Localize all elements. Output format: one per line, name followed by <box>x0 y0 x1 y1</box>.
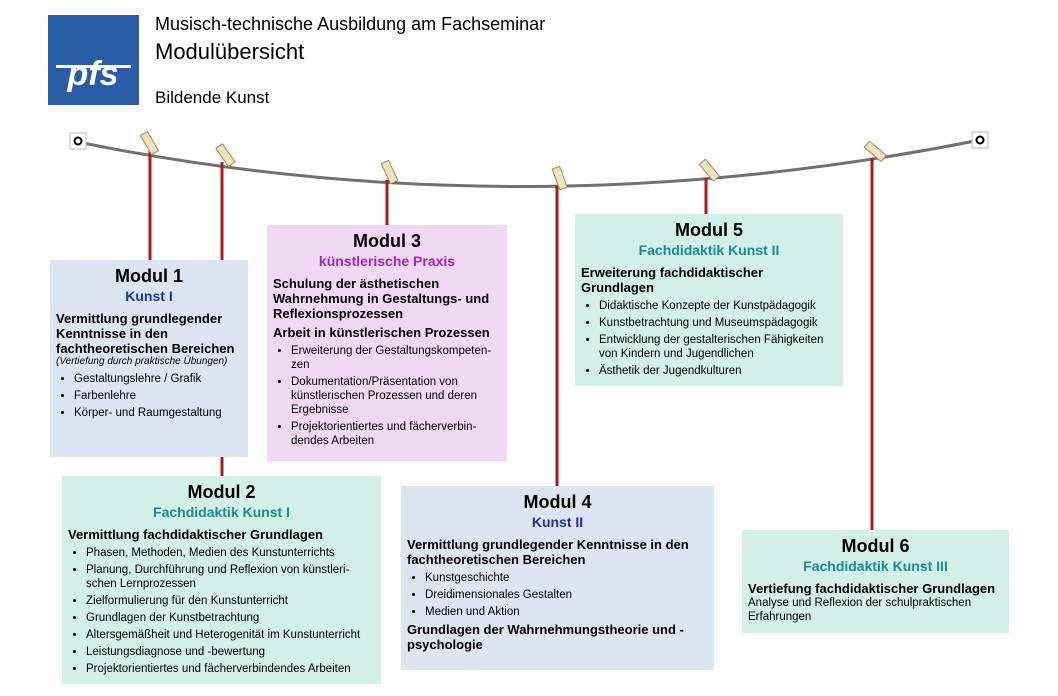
module-1-card: Modul 1 Kunst I Vermittlung grundlegende… <box>50 260 248 457</box>
module-1-item: Farbenlehre <box>74 389 242 403</box>
module-5-list: Didaktische Konzepte der Kunstpädagogik … <box>581 299 837 378</box>
module-3-item: Dokumentation/Präsentation von künstleri… <box>291 375 501 417</box>
module-5-item: Ästhetik der Jugendkulturen <box>599 364 837 378</box>
module-6-text: Analyse und Reflexion der schulpraktisch… <box>748 597 972 623</box>
module-6-title: Modul 6 <box>841 536 910 556</box>
header-line-1: Musisch-technische Ausbildung am Fachsem… <box>155 14 546 34</box>
module-6-subtitle: Fachdidaktik Kunst III <box>803 558 948 574</box>
clothespin-5 <box>698 158 721 182</box>
module-1-subtitle: Kunst I <box>125 288 173 304</box>
module-4-title: Modul 4 <box>523 492 592 512</box>
module-1-title: Modul 1 <box>115 266 183 286</box>
module-4-heading: Vermittlung grundlegender Kenntnisse in … <box>407 537 689 567</box>
module-3-title: Modul 3 <box>353 231 421 251</box>
module-3-item: Erweiterung der Gestaltungskompeten-zen <box>291 344 501 372</box>
module-1-heading: Vermittlung grundlegender Kenntnisse in … <box>56 311 235 356</box>
module-4-list: Kunstgeschichte Dreidimensionales Gestal… <box>407 571 708 619</box>
module-4-item: Dreidimensionales Gestalten <box>425 588 708 602</box>
module-5-title: Modul 5 <box>675 220 743 240</box>
module-6-card: Modul 6 Fachdidaktik Kunst III Vertiefun… <box>742 530 1009 633</box>
clothespin-6 <box>863 140 887 163</box>
module-2-list: Phasen, Methoden, Medien des Kunstunterr… <box>68 546 375 676</box>
module-5-card: Modul 5 Fachdidaktik Kunst II Erweiterun… <box>575 214 843 386</box>
module-2-subtitle: Fachdidaktik Kunst I <box>153 504 290 520</box>
wire-hook-right <box>971 131 989 149</box>
clothespin-3 <box>380 159 399 185</box>
module-1-item: Gestaltungslehre / Grafik <box>74 372 242 386</box>
pfs-logo-mark: pfs <box>56 55 131 93</box>
module-5-item: Kunstbetrachtung und Museumspädagogik <box>599 316 837 330</box>
clothespin-4 <box>551 165 568 191</box>
module-2-item: Grundlagen der Kunstbetrachtung <box>86 611 375 625</box>
module-2-title: Modul 2 <box>187 482 256 502</box>
module-6-heading: Vertiefung fachdidaktischer Grundlagen <box>748 581 996 596</box>
module-3-subtitle: künstlerische Praxis <box>318 253 456 269</box>
header-subject: Bildende Kunst <box>155 88 270 107</box>
module-2-item: Altersgemäßheit und Heterogenität im Kun… <box>86 628 375 642</box>
module-4-item: Kunstgeschichte <box>425 571 708 585</box>
clothespin-1 <box>139 130 160 156</box>
module-2-item: Zielformulierung für den Kunstunterricht <box>86 594 375 608</box>
module-2-item: Leistungsdiagnose und -bewertung <box>86 645 375 659</box>
logo-text: pfs <box>67 55 119 93</box>
module-3-card: Modul 3 künstlerische Praxis Schulung de… <box>267 225 507 461</box>
module-2-item: Projektorientiertes und fächerverbindend… <box>86 662 375 676</box>
module-5-subtitle: Fachdidaktik Kunst II <box>638 242 780 258</box>
pfs-logo: pfs <box>48 15 139 105</box>
module-3-heading-2: Arbeit in künstlerischen Prozessen <box>273 325 490 340</box>
module-4-heading-2: Grundlagen der Wahrnehmungstheorie und -… <box>407 622 684 652</box>
module-1-note: (Vertiefung durch praktische Übungen) <box>56 356 228 367</box>
wire-hook-left <box>69 132 87 150</box>
module-3-heading: Schulung der ästhetischen Wahrnehmung in… <box>273 276 490 321</box>
module-3-item: Projektorientiertes und fächerverbin-den… <box>291 420 501 448</box>
module-2-item: Phasen, Methoden, Medien des Kunstunterr… <box>86 546 375 560</box>
clothespin-2 <box>215 143 236 168</box>
header-title: Modulübersicht <box>155 39 305 64</box>
module-4-item: Medien und Aktion <box>425 605 708 619</box>
module-4-card: Modul 4 Kunst II Vermittlung grundlegend… <box>401 486 714 670</box>
module-2-heading: Vermittlung fachdidaktischer Grundlagen <box>68 527 323 542</box>
clothesline-wire <box>77 138 981 188</box>
module-2-card: Modul 2 Fachdidaktik Kunst I Vermittlung… <box>62 476 381 684</box>
module-5-item: Entwicklung der gestalterischen Fähigkei… <box>599 333 837 361</box>
module-2-item: Planung, Durchführung und Reflexion von … <box>86 563 375 591</box>
module-5-heading: Erweiterung fachdidaktischer Grundlagen <box>581 265 764 295</box>
module-5-item: Didaktische Konzepte der Kunstpädagogik <box>599 299 837 313</box>
module-1-item: Körper- und Raumgestaltung <box>74 406 242 420</box>
module-1-list: Gestaltungslehre / Grafik Farbenlehre Kö… <box>56 372 242 420</box>
module-4-subtitle: Kunst II <box>531 514 584 530</box>
module-3-list: Erweiterung der Gestaltungskompeten-zen … <box>273 344 501 448</box>
